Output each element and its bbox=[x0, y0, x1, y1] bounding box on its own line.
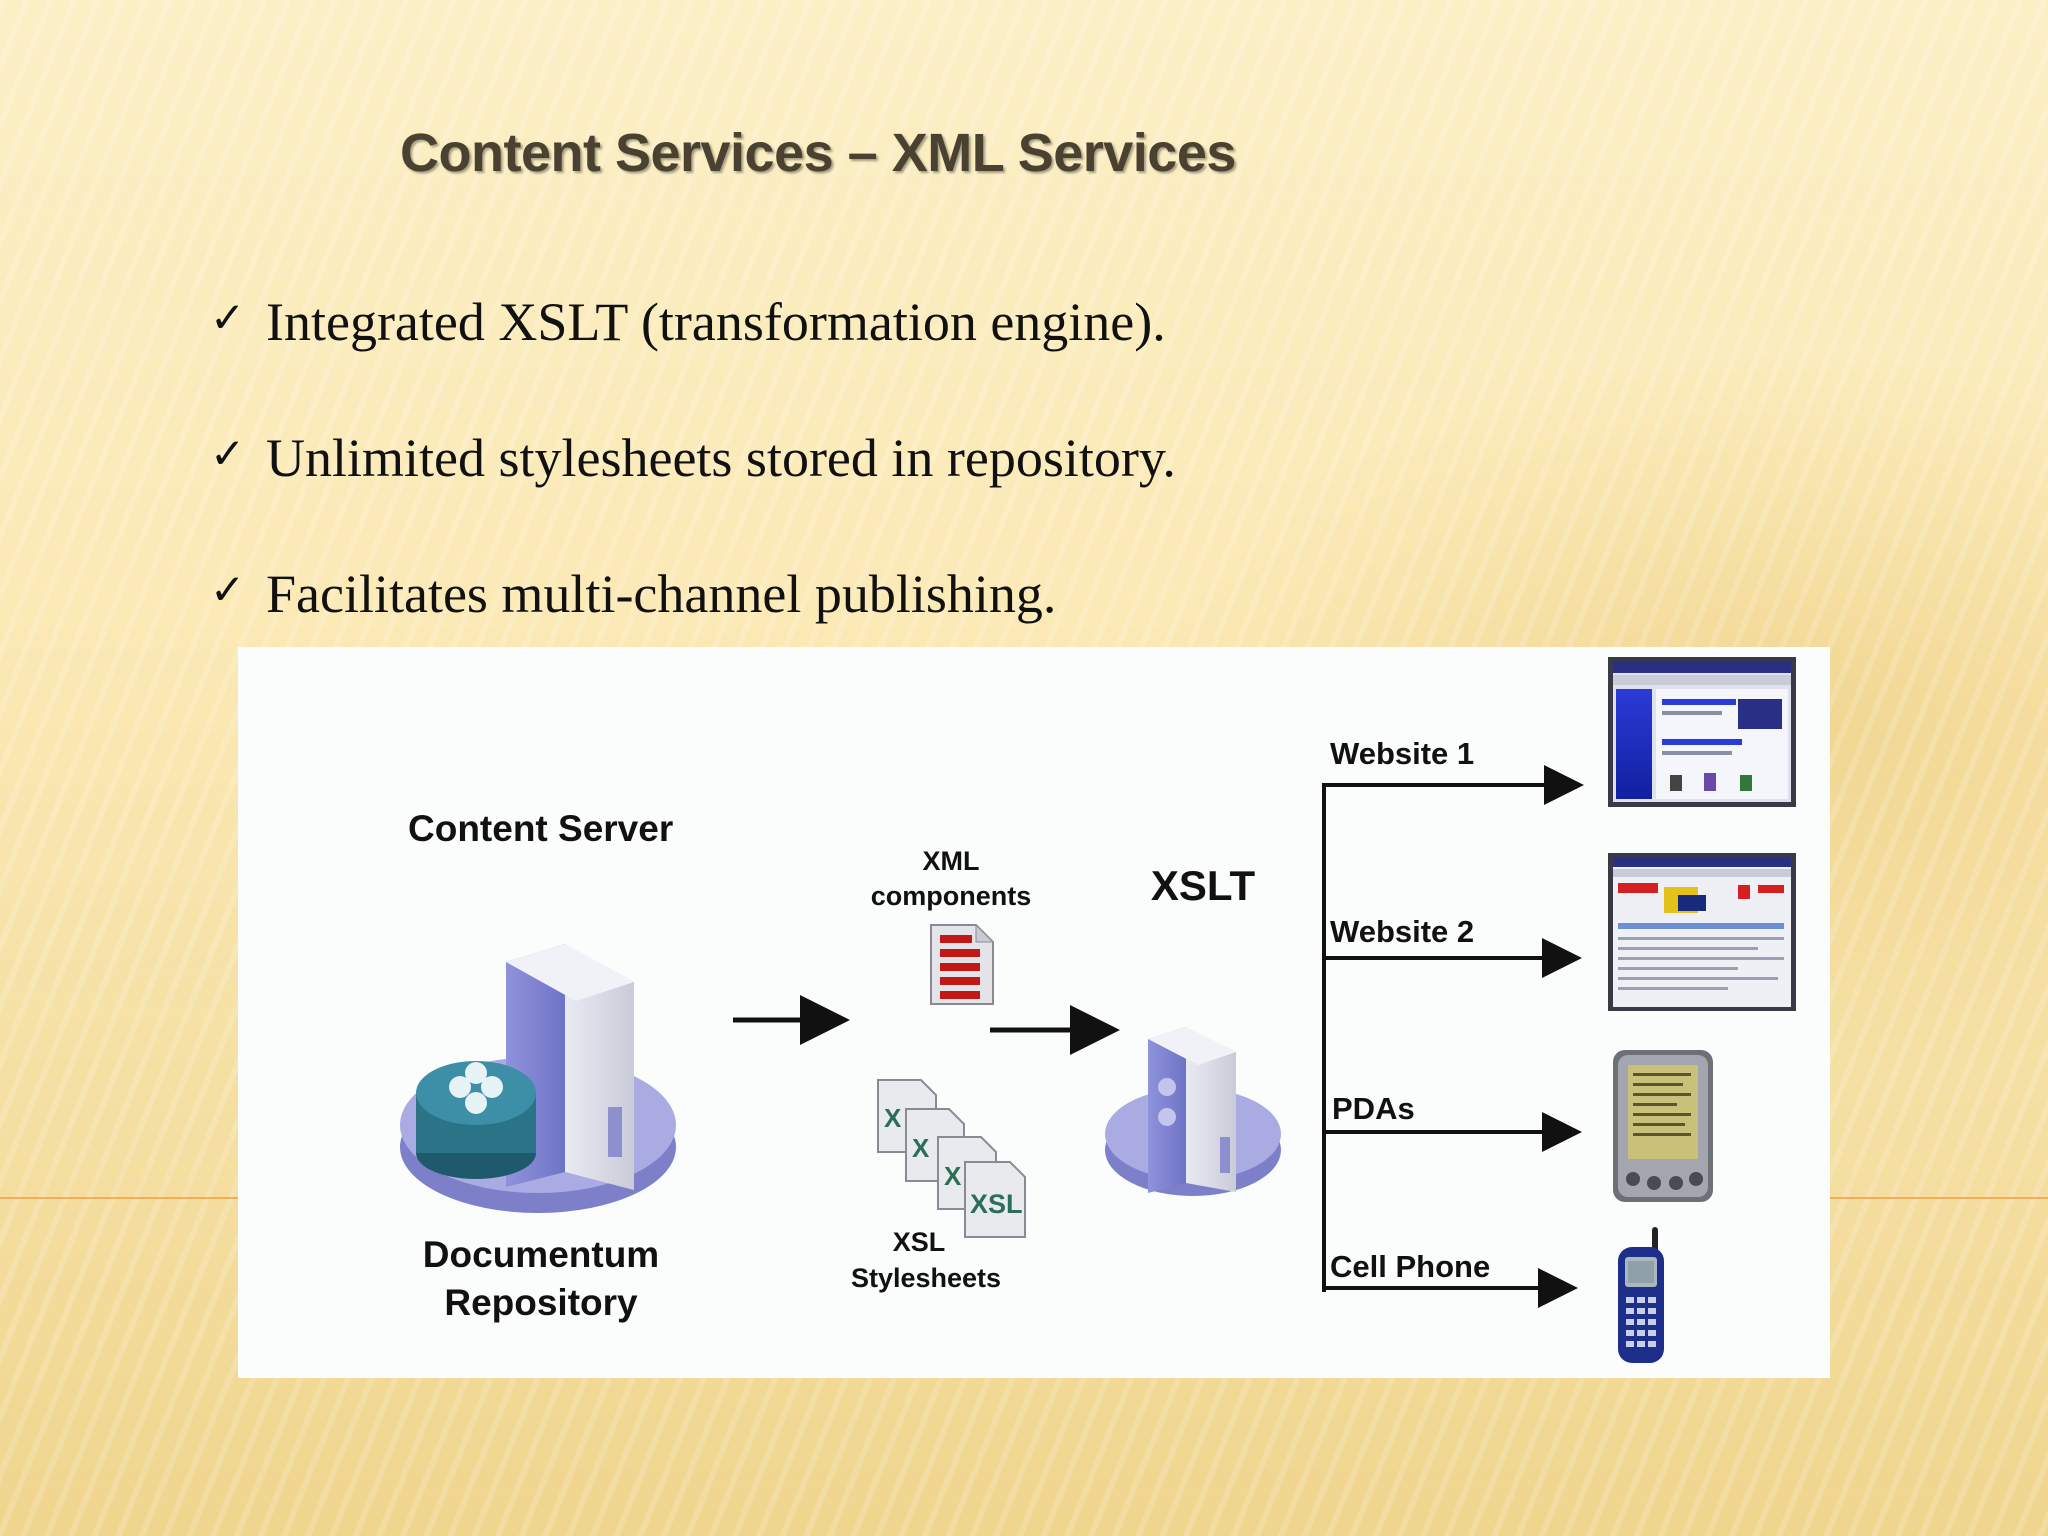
pda-icon bbox=[1613, 1050, 1713, 1202]
checkmark-icon: ✓ bbox=[210, 429, 246, 478]
svg-text:X: X bbox=[912, 1133, 930, 1163]
slide-title: Content Services – XML Services bbox=[400, 123, 1236, 183]
repository-label-line1: Documentum bbox=[423, 1234, 659, 1275]
content-server-label: Content Server bbox=[408, 808, 673, 849]
xsl-doc-label: XSL bbox=[970, 1189, 1023, 1219]
bullet-item: ✓ Integrated XSLT (transformation engine… bbox=[206, 286, 1176, 422]
bullet-text: Unlimited stylesheets stored in reposito… bbox=[266, 428, 1176, 488]
bullet-item: ✓ Facilitates multi-channel publishing. bbox=[206, 558, 1176, 694]
bullet-list: ✓ Integrated XSLT (transformation engine… bbox=[206, 286, 1176, 694]
xml-document-icon bbox=[930, 923, 995, 1005]
output-label-pdas: PDAs bbox=[1332, 1091, 1415, 1126]
svg-text:X: X bbox=[884, 1103, 902, 1133]
repository-label-line2: Repository bbox=[444, 1282, 638, 1323]
bullet-item: ✓ Unlimited stylesheets stored in reposi… bbox=[206, 422, 1176, 558]
xml-components-label-line2: components bbox=[871, 881, 1032, 911]
output-label-website-1: Website 1 bbox=[1330, 736, 1474, 771]
xsl-stylesheets-label-line1: XSL bbox=[893, 1227, 946, 1257]
output-label-cell-phone: Cell Phone bbox=[1330, 1249, 1490, 1284]
xml-services-diagram: Content Server Documentum Repository bbox=[238, 647, 1830, 1378]
cell-phone-icon bbox=[1618, 1227, 1664, 1363]
svg-text:X: X bbox=[944, 1161, 962, 1191]
xml-components-label-line1: XML bbox=[923, 846, 980, 876]
repository-server-icon bbox=[400, 944, 676, 1213]
website-screenshot-icon bbox=[1608, 657, 1796, 807]
xslt-server-icon bbox=[1105, 1027, 1281, 1196]
output-label-website-2: Website 2 bbox=[1330, 914, 1474, 949]
xsl-stylesheets-icon: X X X XSL bbox=[877, 1079, 1026, 1238]
checkmark-icon: ✓ bbox=[210, 565, 246, 614]
checkmark-icon: ✓ bbox=[210, 293, 246, 342]
bullet-text: Facilitates multi-channel publishing. bbox=[266, 564, 1057, 624]
xsl-stylesheets-label-line2: Stylesheets bbox=[851, 1263, 1001, 1293]
xslt-label: XSLT bbox=[1151, 862, 1256, 909]
website-screenshot-icon bbox=[1608, 853, 1796, 1011]
bullet-text: Integrated XSLT (transformation engine). bbox=[266, 292, 1166, 352]
